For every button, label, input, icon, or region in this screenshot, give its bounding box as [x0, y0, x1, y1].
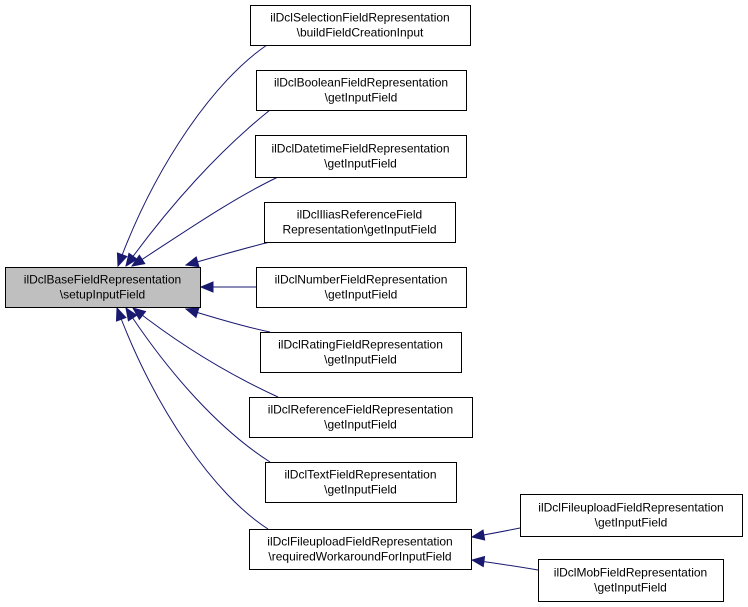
node-n3[interactable]: ilDclDatetimeFieldRepresentation\getInpu…	[255, 135, 467, 178]
node-n11[interactable]: ilDclMobFieldRepresentation\getInputFiel…	[538, 559, 724, 602]
node-label-line: ilDclDatetimeFieldRepresentation	[271, 142, 449, 156]
edge-n11-to-n9	[472, 560, 539, 571]
node-label-line: ilDclTextFieldRepresentation	[284, 468, 436, 482]
edge-n1-to-root	[118, 44, 268, 266]
node-label-line: ilDclSelectionFieldRepresentation	[270, 11, 449, 25]
node-label-line: \getInputField	[324, 483, 397, 497]
node-label-line: ilDclFileuploadFieldRepresentation	[538, 501, 723, 515]
node-label-line: ilDclBaseFieldRepresentation	[24, 273, 181, 287]
edge-n3-to-root	[132, 176, 279, 266]
node-label-line: \getInputField	[324, 353, 397, 367]
node-label-line: \setupInputField	[60, 288, 145, 302]
node-label-line: ilDclFileuploadFieldRepresentation	[267, 535, 452, 549]
node-label-line: ilDclBooleanFieldRepresentation	[274, 76, 448, 90]
edge-n2-to-root	[126, 109, 271, 266]
node-box	[264, 202, 456, 243]
node-n9[interactable]: ilDclFileuploadFieldRepresentation\requi…	[249, 529, 472, 570]
node-n8[interactable]: ilDclTextFieldRepresentation\getInputFie…	[265, 462, 457, 503]
edge-n9-to-root	[117, 308, 269, 530]
node-label-line: ilDclRatingFieldRepresentation	[278, 338, 443, 352]
node-box	[250, 5, 471, 46]
node-label-line: ilDclNumberFieldRepresentation	[275, 273, 448, 287]
node-box	[538, 559, 724, 602]
edge-n7-to-root	[133, 308, 279, 398]
node-n2[interactable]: ilDclBooleanFieldRepresentation\getInput…	[256, 70, 467, 111]
node-label-line: \getInputField	[594, 581, 667, 595]
node-n4[interactable]: ilDclIliasReferenceFieldRepresentation\g…	[264, 202, 456, 243]
node-label-line: \getInputField	[325, 288, 398, 302]
node-box	[5, 267, 201, 308]
node-label-line: ilDclReferenceFieldRepresentation	[268, 403, 453, 417]
node-box	[249, 397, 473, 438]
node-box	[255, 135, 467, 178]
node-n6[interactable]: ilDclRatingFieldRepresentation\getInputF…	[260, 332, 462, 373]
node-box	[260, 332, 462, 373]
node-root[interactable]: ilDclBaseFieldRepresentation\setupInputF…	[5, 267, 201, 308]
node-label-line: \getInputField	[324, 157, 397, 171]
node-box	[256, 267, 467, 308]
node-box	[256, 70, 467, 111]
node-n10[interactable]: ilDclFileuploadFieldRepresentation\getIn…	[520, 494, 743, 537]
node-label-line: \getInputField	[325, 91, 398, 105]
node-label-line: \requiredWorkaroundForInputField	[268, 550, 451, 564]
node-label-line: ilDclIliasReferenceField	[297, 208, 422, 222]
node-box	[520, 494, 743, 537]
node-n1[interactable]: ilDclSelectionFieldRepresentation\buildF…	[250, 5, 471, 46]
node-label-line: \buildFieldCreationInput	[297, 26, 424, 40]
node-label-line: \getInputField	[324, 418, 397, 432]
node-n5[interactable]: ilDclNumberFieldRepresentation\getInputF…	[256, 267, 467, 308]
edge-n6-to-root	[186, 309, 271, 333]
node-label-line: ilDclMobFieldRepresentation	[554, 566, 707, 580]
edge-n8-to-root	[126, 308, 271, 463]
nodes-layer: ilDclBaseFieldRepresentation\setupInputF…	[5, 5, 743, 602]
edges-layer	[117, 44, 539, 571]
node-n7[interactable]: ilDclReferenceFieldRepresentation\getInp…	[249, 397, 473, 438]
node-label-line: Representation\getInputField	[282, 223, 436, 237]
edge-n4-to-root	[186, 241, 271, 265]
node-label-line: \getInputField	[595, 516, 668, 530]
edge-n10-to-n9	[472, 527, 521, 537]
node-box	[249, 529, 472, 570]
node-box	[265, 462, 457, 503]
